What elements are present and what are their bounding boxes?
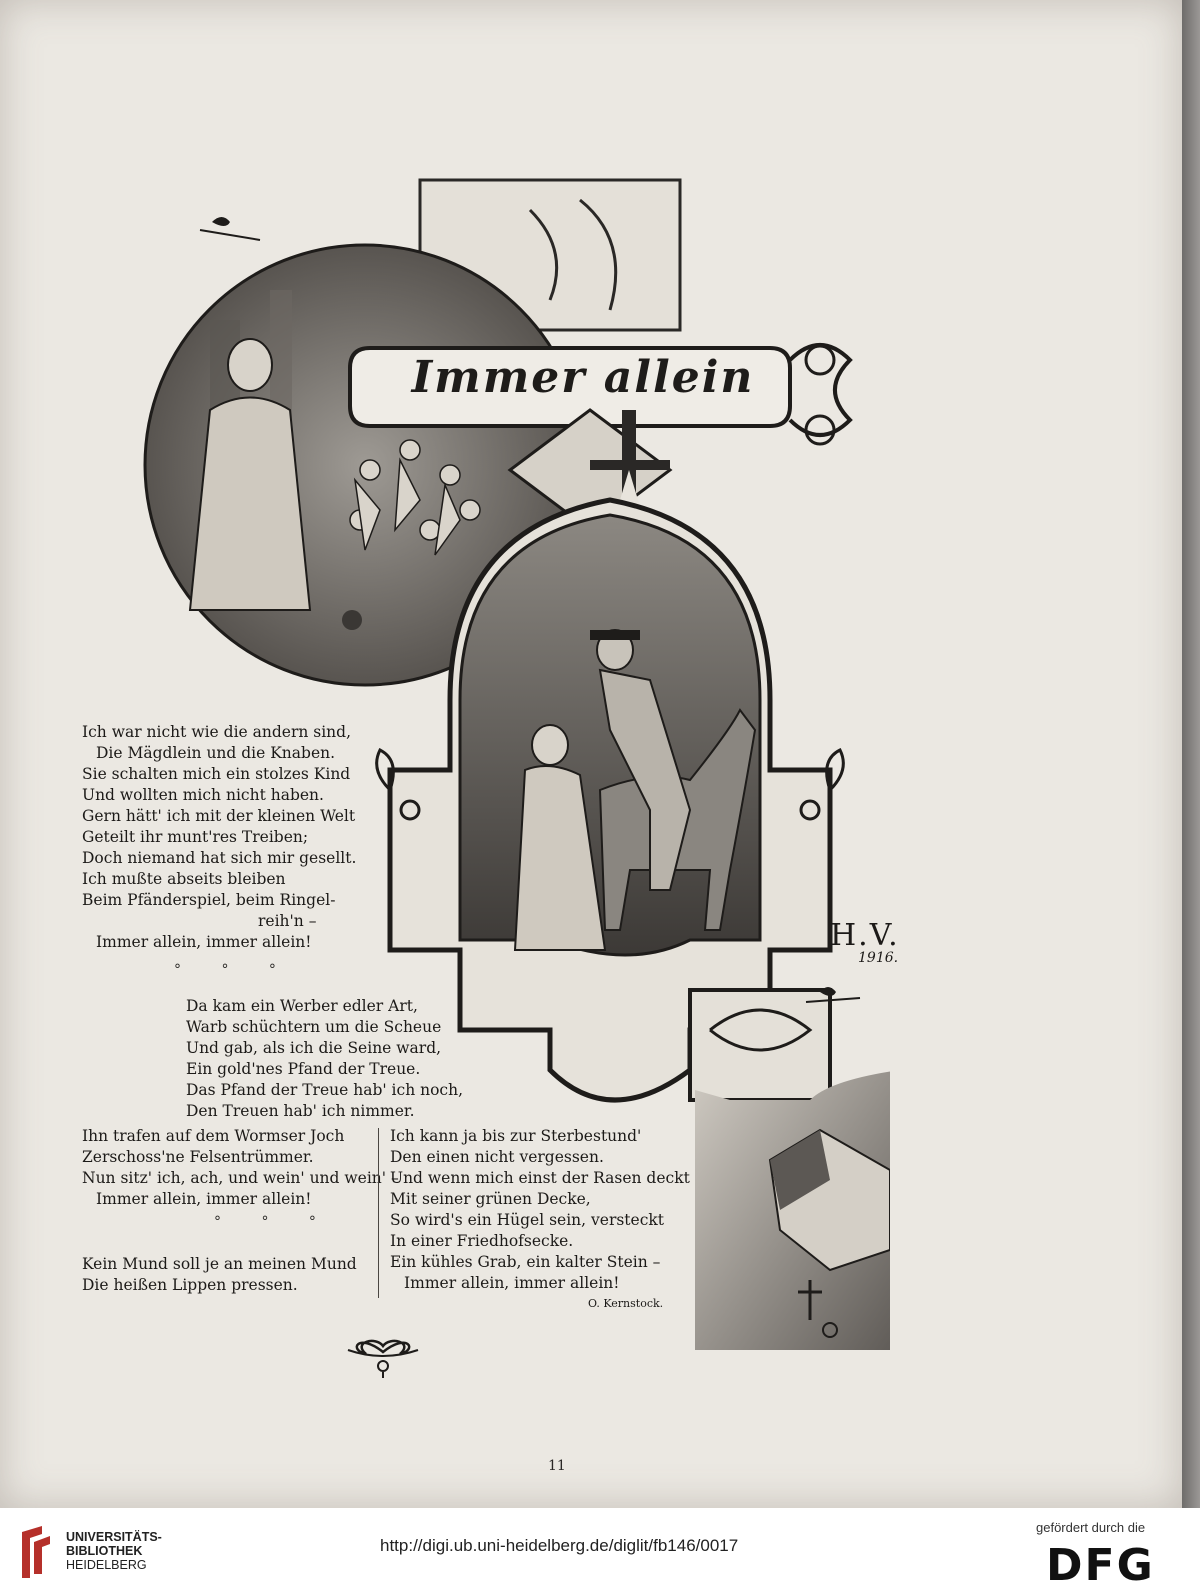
- poem-line: Und wollten mich nicht haben.: [82, 786, 324, 804]
- title-banner-frame: [348, 346, 792, 428]
- poem-line: Ein gold'nes Pfand der Treue.: [186, 1060, 421, 1078]
- library-name: UNIVERSITÄTS- BIBLIOTHEK HEIDELBERG: [66, 1530, 162, 1572]
- poem-line: Nun sitz' ich, ach, und wein' und wein' …: [82, 1169, 399, 1187]
- poem-line: Die Mägdlein und die Knaben.: [96, 744, 336, 762]
- ornament-panel: [688, 988, 832, 1102]
- poem-line: Doch niemand hat sich mir gesellt.: [82, 849, 357, 867]
- poem-line: Den einen nicht vergessen.: [390, 1148, 604, 1166]
- poem-line: Immer allein, immer allein!: [96, 933, 312, 951]
- library-line: BIBLIOTHEK: [66, 1544, 143, 1558]
- poem-line: So wird's ein Hügel sein, versteckt: [390, 1211, 665, 1229]
- poem-line: Immer allein, immer allein!: [96, 1190, 312, 1208]
- poem-line: Gern hätt' ich mit der kleinen Welt: [82, 807, 356, 825]
- poem-line: Da kam ein Werber edler Art,: [186, 997, 418, 1015]
- library-line: HEIDELBERG: [66, 1558, 147, 1572]
- scan-edge: [1182, 0, 1200, 1508]
- poem-line: Und gab, als ich die Seine ward,: [186, 1039, 442, 1057]
- heart-ornament-icon: [347, 1339, 419, 1378]
- poem-line: Sie schalten mich ein stolzes Kind: [82, 765, 351, 783]
- stanza-5: Ich kann ja bis zur Sterbestund' Den ein…: [390, 1126, 690, 1294]
- poem-line: Ich mußte abseits bleiben: [82, 870, 286, 888]
- poem-line: Ihn trafen auf dem Wormser Joch: [82, 1127, 345, 1145]
- section-dots: ° ° °: [214, 1214, 334, 1230]
- poem-line: Zerschoss'ne Felsentrümmer.: [82, 1148, 314, 1166]
- poem-line: Die heißen Lippen pressen.: [82, 1276, 298, 1294]
- artist-year: 1916.: [858, 950, 899, 966]
- poem-line: Das Pfand der Treue hab' ich noch,: [186, 1081, 464, 1099]
- stanza-2: Da kam ein Werber edler Art, Warb schüch…: [186, 996, 463, 1122]
- dancing-children: [349, 439, 481, 556]
- girl-figure: [227, 338, 273, 392]
- poem-line: reih'n –: [258, 912, 317, 930]
- poem-line: In einer Friedhofsecke.: [390, 1232, 574, 1250]
- poem-line: Geteilt ihr munt'res Treiben;: [82, 828, 309, 846]
- poem-line: Ein kühles Grab, ein kalter Stein –: [390, 1253, 661, 1271]
- footer-bar: [0, 1508, 1200, 1596]
- poem-line: Und wenn mich einst der Rasen deckt: [390, 1169, 690, 1187]
- poem-line: Beim Pfänderspiel, beim Ringel-: [82, 891, 336, 909]
- poem-line: Warb schüchtern um die Scheue: [186, 1018, 442, 1036]
- poem-line: Den Treuen hab' ich nimmer.: [186, 1102, 415, 1120]
- funded-by-label: gefördert durch die: [1036, 1520, 1146, 1535]
- poem-title: Immer allein: [411, 352, 755, 403]
- library-logo-icon: [22, 1526, 50, 1578]
- permalink[interactable]: http://digi.ub.uni-heidelberg.de/diglit/…: [380, 1536, 739, 1555]
- woman-figure: [531, 724, 569, 766]
- artist-monogram: H.V.: [830, 918, 900, 953]
- dfg-logo: DFG: [1046, 1540, 1155, 1591]
- poem-line: Immer allein, immer allein!: [404, 1274, 620, 1292]
- section-dots: ° ° °: [174, 962, 294, 978]
- author-signature: O. Kernstock.: [588, 1297, 664, 1310]
- poem-line: Kein Mund soll je an meinen Mund: [82, 1255, 357, 1273]
- stanza-4: Kein Mund soll je an meinen Mund Die hei…: [82, 1254, 357, 1296]
- stanza-3: Ihn trafen auf dem Wormser Joch Zerschos…: [82, 1126, 399, 1210]
- stanza-1: Ich war nicht wie die andern sind, Die M…: [82, 722, 356, 953]
- poem-line: Ich kann ja bis zur Sterbestund': [390, 1127, 642, 1145]
- poem-line: Ich war nicht wie die andern sind,: [82, 723, 352, 741]
- poem-line: Mit seiner grünen Decke,: [390, 1190, 591, 1208]
- illustration: [143, 178, 890, 1350]
- page-number: 11: [548, 1458, 566, 1474]
- library-line: UNIVERSITÄTS-: [66, 1530, 162, 1544]
- column-divider: [378, 1128, 379, 1298]
